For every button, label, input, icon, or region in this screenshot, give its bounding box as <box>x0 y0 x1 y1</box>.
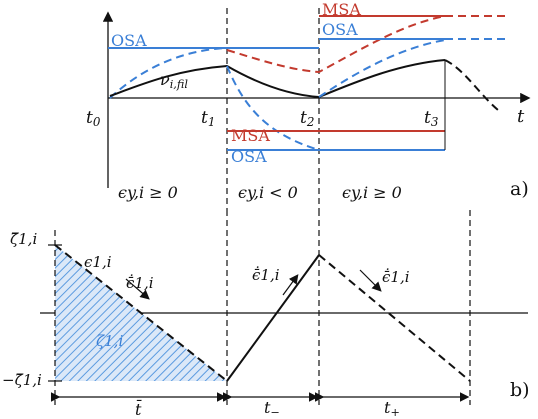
b-eps-dot-up: ϵ̄̇1,i <box>252 266 280 284</box>
a-nu-curve <box>109 59 446 99</box>
a-nu-label: νi,fil <box>160 70 188 91</box>
b-tminus-label: t− <box>264 398 280 419</box>
a-panel-tag: a) <box>510 178 529 200</box>
a-osa-label-left: OSA <box>111 31 147 50</box>
b-tbar-label: t̄ <box>135 400 142 419</box>
a-msa-dashed-dip <box>226 15 446 74</box>
b-zeta-pos: ζ̄1,i <box>10 230 38 248</box>
b-arrow-up <box>282 274 299 296</box>
b-descent-2 <box>318 254 471 382</box>
a-msa-label-top: MSA <box>322 0 361 19</box>
b-arrow-down-1 <box>125 278 150 300</box>
b-tplus-label: t+ <box>384 398 400 419</box>
a-t2-label: t2 <box>300 108 315 129</box>
a-nu-dashed-decay <box>444 59 499 111</box>
b-ascent <box>226 254 320 382</box>
b-descent-1 <box>54 244 228 382</box>
a-osa-dashed-rise-1 <box>109 47 228 99</box>
a-region-2: ϵy,i < 0 <box>238 183 298 202</box>
a-t1-label: t1 <box>201 108 216 129</box>
a-osa-label-top: OSA <box>322 20 358 39</box>
a-osa-dashed-rise-3 <box>318 39 446 98</box>
a-t3-label: t3 <box>424 108 439 129</box>
b-eps-label: ϵ1,i <box>84 253 112 271</box>
b-arrow-down-2 <box>359 269 382 292</box>
a-msa-label-bottom: MSA <box>231 126 270 145</box>
a-t-axis-label: t <box>517 106 525 127</box>
a-region-3: ϵy,i ≥ 0 <box>342 183 402 202</box>
a-osa-label-bottom: OSA <box>231 147 267 166</box>
a-region-1: ϵy,i ≥ 0 <box>118 183 178 202</box>
b-zeta-neg: −ζ̄1,i <box>2 371 42 389</box>
b-eps-dot-down-2: ϵ̄̇1,i <box>382 268 410 286</box>
a-t0-label: t0 <box>86 108 101 129</box>
b-eps-dot-down-1: ϵ̄̇1,i <box>126 274 154 292</box>
b-zeta-area-label: ζ1,i <box>96 332 124 350</box>
a-osa-dashed-fall <box>226 65 320 151</box>
b-panel-tag: b) <box>510 379 530 401</box>
